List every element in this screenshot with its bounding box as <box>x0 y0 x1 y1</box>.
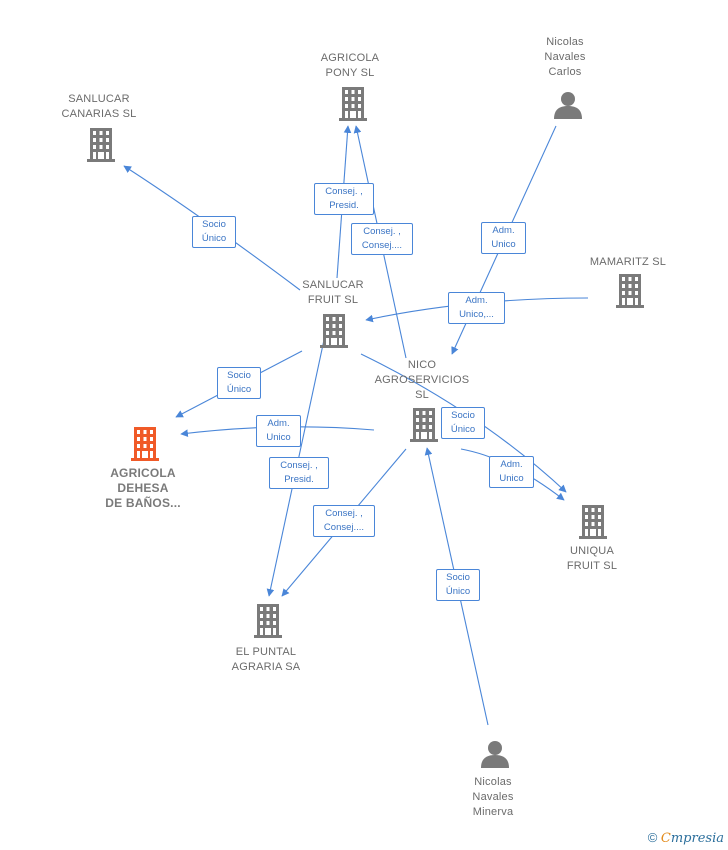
building-icon[interactable] <box>579 505 607 539</box>
edge-label-consej-presid[interactable]: Consej. , Presid. <box>269 457 329 489</box>
building-icon[interactable] <box>410 408 438 442</box>
edge-label-socio-unico[interactable]: Socio Único <box>217 367 261 399</box>
edge-label-consej-consej[interactable]: Consej. , Consej.... <box>351 223 413 255</box>
empresia-logo: © Cmpresia <box>648 830 724 846</box>
building-icon[interactable] <box>616 274 644 308</box>
node-label-nicolas-navales-minerva[interactable]: Nicolas Navales Minerva <box>472 776 514 818</box>
edge-label-adm-unico[interactable]: Adm. Unico <box>481 222 526 254</box>
person-icon[interactable] <box>481 741 509 768</box>
edge-label-consej-consej[interactable]: Consej. , Consej.... <box>313 505 375 537</box>
building-icon[interactable] <box>254 604 282 638</box>
edge-label-adm-unico-more[interactable]: Adm. Unico,... <box>448 292 505 324</box>
node-label-nico-agroservicios[interactable]: NICO AGROSERVICIOS SL <box>374 359 470 401</box>
building-icon[interactable] <box>87 128 115 162</box>
edge-label-socio-unico[interactable]: Socio Único <box>436 569 480 601</box>
brand-initial: C <box>660 831 671 846</box>
node-label-sanlucar-canarias[interactable]: SANLUCAR CANARIAS SL <box>61 93 137 120</box>
brand-name: mpresia <box>670 831 724 846</box>
edge-label-adm-unico[interactable]: Adm. Unico <box>256 415 301 447</box>
node-label-mamaritz[interactable]: MAMARITZ SL <box>589 256 667 268</box>
node-label-nicolas-navales-carlos[interactable]: Nicolas Navales Carlos <box>544 36 586 78</box>
building-icon[interactable] <box>339 87 367 121</box>
copyright-icon: © <box>647 830 658 845</box>
edge-label-socio-unico[interactable]: Socio Único <box>192 216 236 248</box>
node-label-agricola-pony[interactable]: AGRICOLA PONY SL <box>320 52 380 79</box>
edge-label-socio-unico[interactable]: Socio Único <box>441 407 485 439</box>
building-icon[interactable] <box>320 314 348 348</box>
person-icon[interactable] <box>554 92 582 119</box>
node-label-el-puntal[interactable]: EL PUNTAL AGRARIA SA <box>231 646 301 673</box>
edge-label-adm-unico[interactable]: Adm. Unico <box>489 456 534 488</box>
edge-label-consej-presid[interactable]: Consej. , Presid. <box>314 183 374 215</box>
node-label-sanlucar-fruit[interactable]: SANLUCAR FRUIT SL <box>302 279 364 306</box>
node-label-agricola-dehesa[interactable]: AGRICOLA DEHESA DE BAÑOS... <box>105 466 181 510</box>
building-icon[interactable] <box>131 427 159 461</box>
node-label-uniqua-fruit[interactable]: UNIQUA FRUIT SL <box>566 545 618 572</box>
